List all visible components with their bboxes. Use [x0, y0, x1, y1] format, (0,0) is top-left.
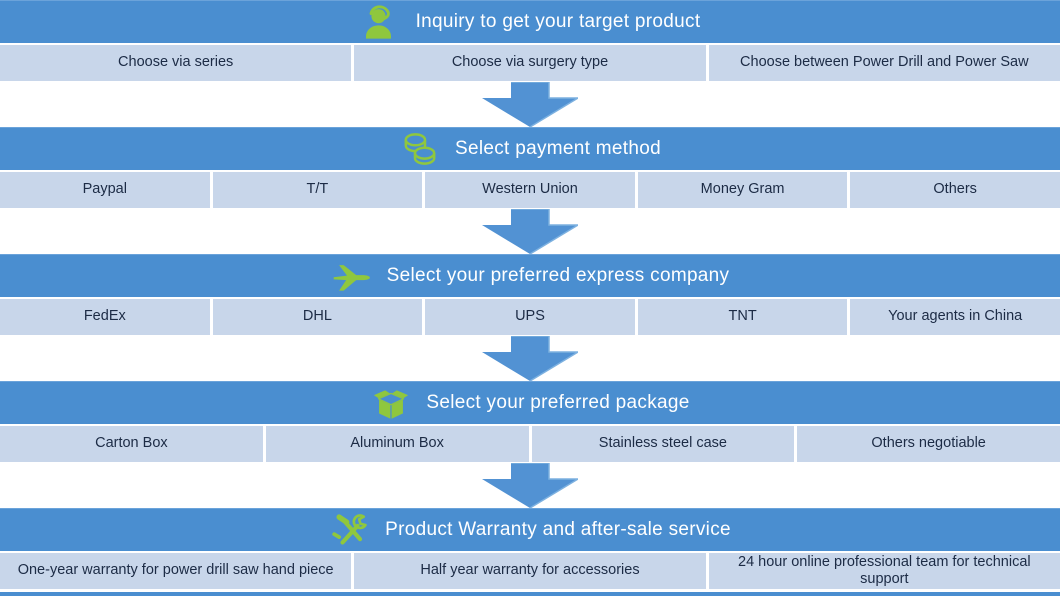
option-cell: Paypal	[0, 172, 210, 208]
flow-section: Select your preferred package Carton Box…	[0, 381, 1060, 462]
down-arrow-icon	[482, 463, 578, 508]
section-header-inquiry: Inquiry to get your target product	[0, 0, 1060, 43]
options-row-warranty: One-year warranty for power drill saw ha…	[0, 553, 1060, 589]
flow-connector	[0, 335, 1060, 381]
option-cell: Stainless steel case	[531, 426, 795, 462]
package-icon	[370, 382, 412, 424]
section-title: Select your preferred package	[426, 392, 690, 413]
down-arrow-icon	[482, 336, 578, 381]
section-header-warranty: Product Warranty and after-sale service	[0, 508, 1060, 551]
option-cell: DHL	[212, 299, 423, 335]
flow-section: Product Warranty and after-sale service …	[0, 508, 1060, 589]
option-cell: FedEx	[0, 299, 210, 335]
option-cell: Choose via series	[0, 45, 352, 81]
option-cell: Carton Box	[0, 426, 263, 462]
option-cell: Aluminum Box	[265, 426, 529, 462]
down-arrow-icon	[482, 209, 578, 254]
flow-connector	[0, 462, 1060, 508]
option-cell: One-year warranty for power drill saw ha…	[0, 553, 352, 589]
bottom-border	[0, 592, 1060, 596]
option-cell: UPS	[425, 299, 635, 335]
section-header-express: Select your preferred express company	[0, 254, 1060, 297]
section-title: Select payment method	[455, 138, 661, 159]
airplane-icon	[331, 255, 373, 297]
option-cell: Others	[850, 172, 1060, 208]
flow-connector	[0, 208, 1060, 254]
option-cell: Money Gram	[637, 172, 848, 208]
section-title: Inquiry to get your target product	[415, 11, 701, 32]
section-title: Select your preferred express company	[386, 265, 730, 286]
down-arrow-icon	[482, 82, 578, 127]
tools-icon	[329, 509, 371, 551]
support-agent-icon	[360, 1, 402, 43]
option-cell: T/T	[212, 172, 423, 208]
option-cell: Half year warranty for accessories	[354, 553, 706, 589]
section-header-package: Select your preferred package	[0, 381, 1060, 424]
section-title: Product Warranty and after-sale service	[385, 519, 731, 540]
option-cell: Choose between Power Drill and Power Saw	[708, 45, 1060, 81]
option-cell: Western Union	[425, 172, 635, 208]
option-cell: 24 hour online professional team for tec…	[708, 553, 1060, 589]
flow-section: Select your preferred express company Fe…	[0, 254, 1060, 335]
option-cell: Your agents in China	[850, 299, 1060, 335]
option-cell: Others negotiable	[797, 426, 1060, 462]
section-header-payment: Select payment method	[0, 127, 1060, 170]
option-cell: Choose via surgery type	[354, 45, 706, 81]
flow-section: Inquiry to get your target product Choos…	[0, 0, 1060, 81]
option-cell: TNT	[637, 299, 848, 335]
coins-icon	[399, 128, 441, 170]
flow-connector	[0, 81, 1060, 127]
